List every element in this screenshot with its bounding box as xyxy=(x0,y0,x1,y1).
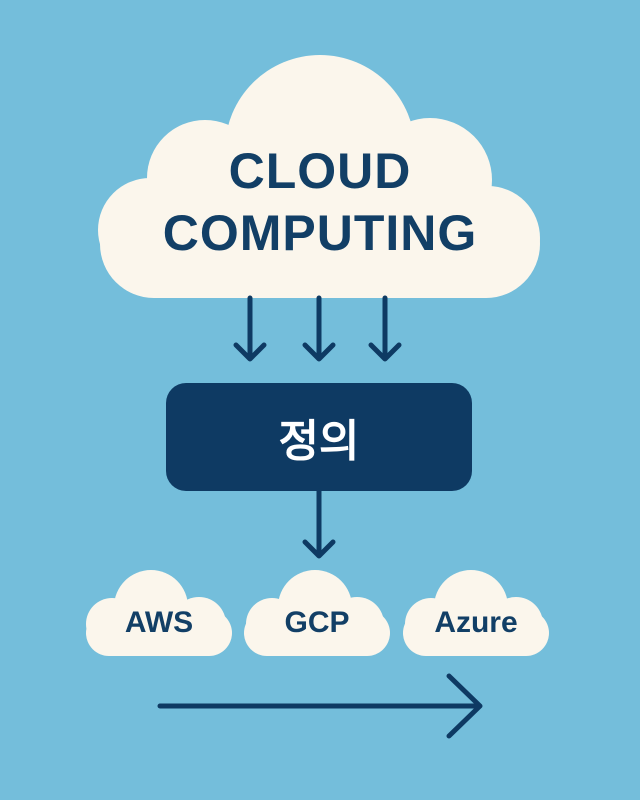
provider-cloud-aws xyxy=(86,570,232,656)
main-cloud-title-line1: CLOUD xyxy=(228,143,412,199)
long-right-arrow xyxy=(157,673,483,739)
definition-to-providers-arrow xyxy=(302,488,336,559)
main-cloud-title-line2: COMPUTING xyxy=(162,205,478,261)
main-cloud-title: CLOUD COMPUTING xyxy=(100,140,540,264)
down-arrow-right xyxy=(368,295,402,362)
provider-label-aws: AWS xyxy=(124,606,194,639)
definition-label: 정의 xyxy=(278,416,360,467)
provider-cloud-azure xyxy=(403,570,549,656)
definition-box xyxy=(166,383,472,491)
main-cloud-shape xyxy=(98,55,540,298)
cloud-to-definition-arrows xyxy=(233,295,402,362)
provider-label-azure: Azure xyxy=(434,606,518,639)
provider-cloud-gcp xyxy=(244,570,390,656)
down-arrow-left xyxy=(233,295,267,362)
provider-label-gcp: GCP xyxy=(284,606,350,639)
down-arrow-center xyxy=(302,295,336,362)
